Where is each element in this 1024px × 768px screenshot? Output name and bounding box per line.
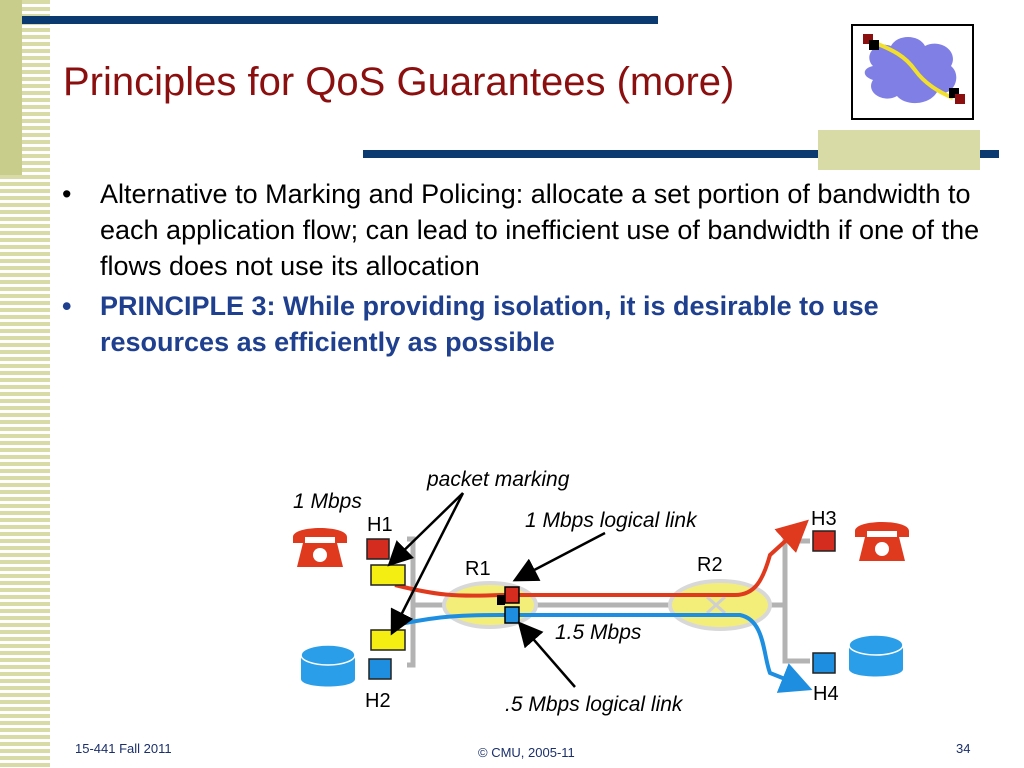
- network-logo: [851, 24, 974, 120]
- callout-arrows: [387, 492, 606, 688]
- bullet-text: PRINCIPLE 3: While providing isolation, …: [100, 291, 879, 357]
- label-logical-link-1: 1 Mbps logical link: [525, 509, 698, 532]
- top-rule: [22, 16, 658, 24]
- phone-icon-left: [293, 528, 347, 567]
- bullet-item: • Alternative to Marking and Policing: a…: [62, 176, 997, 284]
- label-rate-1mbps: 1 Mbps: [293, 490, 362, 513]
- bottom-rule: [363, 150, 999, 158]
- label-h4: H4: [813, 683, 839, 705]
- marker-h2: [370, 629, 406, 651]
- label-logical-link-2: .5 Mbps logical link: [505, 693, 684, 716]
- host-h1-box: [366, 538, 390, 560]
- host-h4-box: [812, 652, 836, 674]
- rule-accent-block: [818, 130, 980, 170]
- label-h1: H1: [367, 514, 393, 536]
- label-link-rate: 1.5 Mbps: [555, 621, 642, 644]
- label-r1: R1: [465, 558, 491, 580]
- blue-flow: [394, 613, 813, 693]
- slide-title: Principles for QoS Guarantees (more): [63, 60, 735, 104]
- gray-links: [407, 536, 810, 668]
- bullet-marker: •: [62, 291, 72, 321]
- database-icon-left: [300, 644, 356, 687]
- marker-h1: [370, 564, 406, 586]
- queue-blue: [504, 606, 520, 624]
- phone-icon-right: [855, 522, 909, 561]
- bullet-marker: •: [62, 179, 72, 209]
- cloud-network-icon: [863, 34, 965, 104]
- router-r2-cross: [706, 595, 726, 615]
- qos-network-diagram: packet marking 1 Mbps 1 Mbps logical lin…: [293, 468, 909, 716]
- footer-course: 15-441 Fall 2011: [75, 741, 172, 756]
- label-h3: H3: [811, 508, 837, 530]
- label-packet-marking: packet marking: [426, 468, 570, 491]
- bullet-list: • Alternative to Marking and Policing: a…: [62, 176, 997, 360]
- queue-red: [504, 586, 520, 604]
- footer-copyright: © CMU, 2005-11: [478, 745, 575, 760]
- host-h3-box: [812, 530, 836, 552]
- left-stripe-accent: [0, 0, 22, 175]
- label-h2: H2: [365, 690, 391, 712]
- bullet-item-principle: • PRINCIPLE 3: While providing isolation…: [62, 288, 997, 360]
- queue-black: [497, 595, 505, 605]
- bullet-text: Alternative to Marking and Policing: all…: [100, 179, 980, 281]
- router-r1: [442, 581, 538, 629]
- footer-page-number: 34: [956, 741, 971, 756]
- host-h2-box: [368, 658, 392, 680]
- label-r2: R2: [697, 554, 723, 576]
- database-icon-right: [848, 634, 904, 677]
